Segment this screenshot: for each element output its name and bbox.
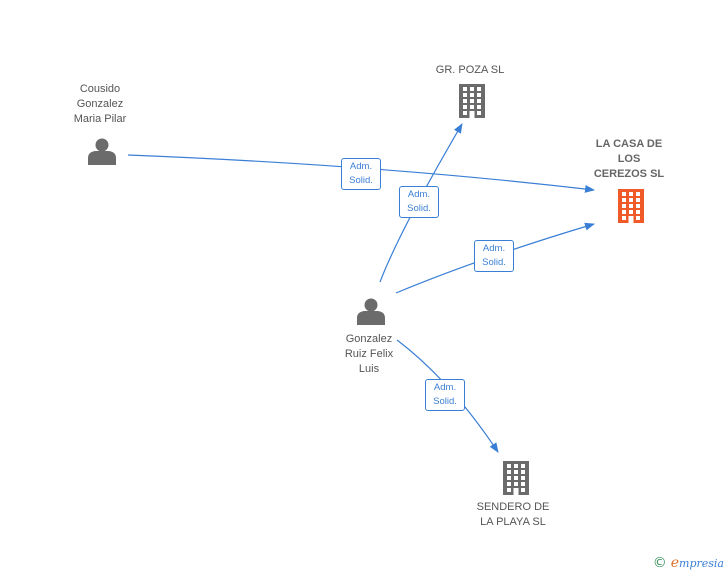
- node-label-sendero[interactable]: SENDERO DE LA PLAYA SL: [476, 501, 550, 528]
- node-label-cousido[interactable]: Cousido Gonzalez Maria Pilar: [73, 83, 127, 125]
- edge-label-adm-solid[interactable]: Adm. Solid.: [399, 186, 439, 218]
- person-icon[interactable]: [357, 298, 385, 326]
- copyright-symbol: ©: [652, 555, 667, 571]
- edge-label-adm-solid[interactable]: Adm. Solid.: [474, 240, 514, 272]
- edge-label-adm-solid[interactable]: Adm. Solid.: [425, 379, 465, 411]
- building-icon[interactable]: [618, 189, 644, 223]
- node-label-casa_cerezos[interactable]: LA CASA DE LOS CEREZOS SL: [593, 138, 665, 180]
- node-label-gr_poza[interactable]: GR. POZA SL: [435, 64, 505, 76]
- building-icon[interactable]: [503, 461, 529, 495]
- person-icon[interactable]: [88, 138, 116, 166]
- building-icon[interactable]: [459, 84, 485, 118]
- edge-label-adm-solid[interactable]: Adm. Solid.: [341, 158, 381, 190]
- node-label-gonzalez[interactable]: Gonzalez Ruiz Felix Luis: [344, 333, 394, 375]
- empresia-logo: ©empresia: [653, 555, 724, 571]
- brand-name: mpresia: [679, 557, 724, 570]
- brand-initial: e: [670, 555, 680, 571]
